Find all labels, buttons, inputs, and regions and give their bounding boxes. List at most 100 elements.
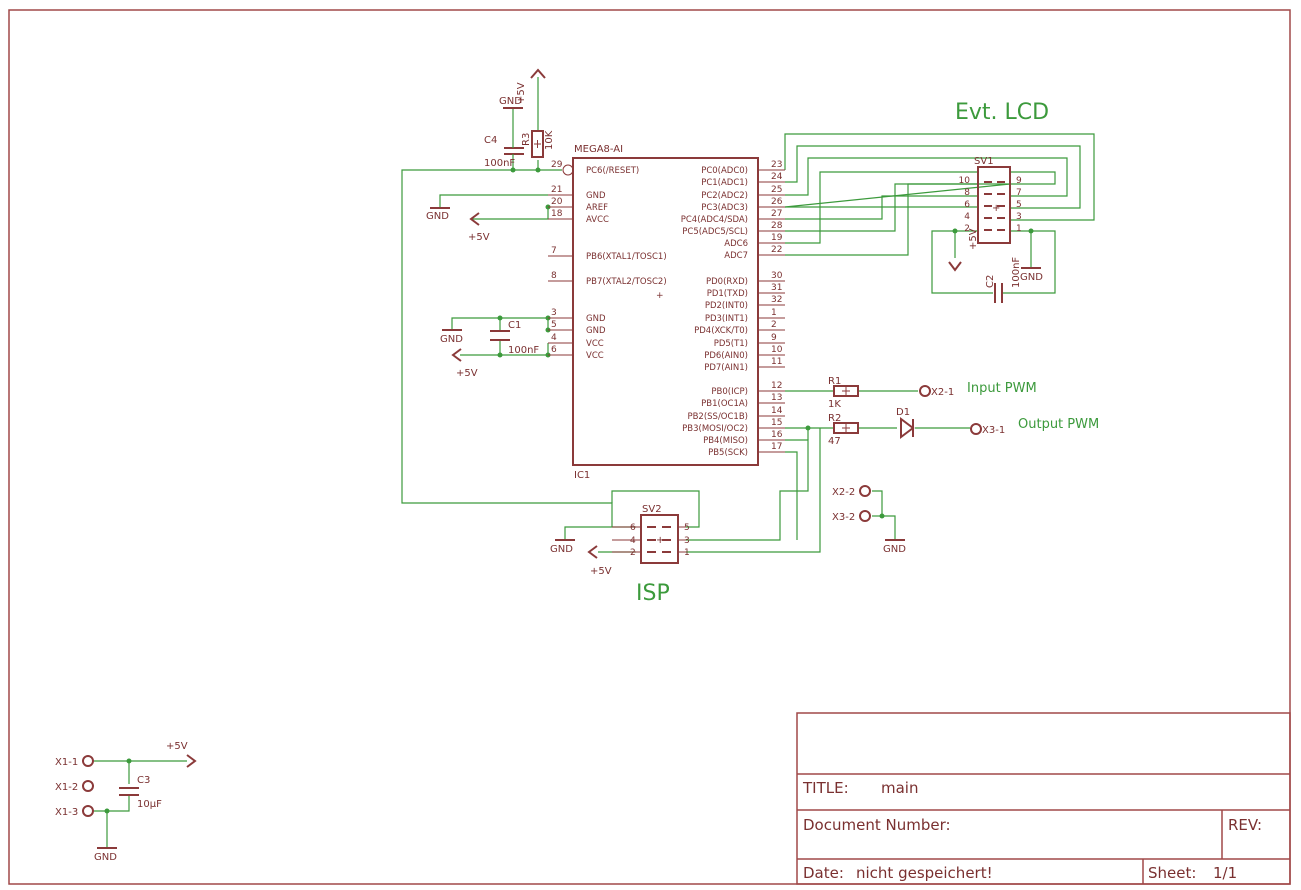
r2-resistor[interactable]: R2 47 [828,413,859,447]
c3-capacitor[interactable]: C3 10µF [119,775,162,810]
ic1-pin-name: PD1(TXD) [707,289,748,299]
svg-text:+5V: +5V [468,232,490,243]
pad-x3-1[interactable]: X3-1 [970,423,1005,436]
ic1-pin-name: PD3(INT1) [705,314,748,324]
wires [94,77,1095,848]
sheet-value: 1/1 [1213,864,1237,882]
ic1-pin-name: PC2(ADC2) [701,191,748,201]
gnd-symbol-aref: GND [426,207,450,222]
ic1-pin-number: 22 [771,245,782,255]
d1-diode[interactable]: D1 [896,407,915,439]
svg-text:GND: GND [883,544,906,555]
ic1-pin-number: 32 [771,295,782,305]
ic1-pin-name: PB7(XTAL2/TOSC2) [586,277,667,287]
svg-text:GND: GND [550,544,573,555]
d1-name: D1 [896,407,910,418]
svg-text:X2-1: X2-1 [931,387,954,398]
ic1-pin-name: AVCC [586,215,609,225]
r1-resistor[interactable]: R1 1K [828,376,859,410]
ic1-pin-name: GND [586,314,606,324]
vcc-symbol-r3: +5V [516,68,546,104]
svg-text:+5V: +5V [166,741,188,752]
sv2-pin-number: 3 [684,536,690,546]
title-label: TITLE: [802,779,849,797]
gnd-symbol-isp: GND [550,539,575,555]
ic1-pin-number: 3 [551,308,557,318]
ic1-pin-number: 17 [771,442,782,452]
c2-value: 100nF [1011,257,1022,288]
ic1-mega8[interactable]: MEGA8-AI IC1 + 29PC6(/RESET)21GND20AREF1… [548,144,785,481]
ic1-pin-number: 15 [771,418,782,428]
svg-text:GND: GND [94,852,117,863]
ic1-pin-number: 25 [771,185,782,195]
ic1-pin-name: PB1(OC1A) [701,399,748,409]
ic1-pin-number: 10 [771,345,783,355]
pad-x1-3[interactable]: X1-3 [55,805,94,818]
doc-number-label: Document Number: [803,816,951,834]
vcc-symbol-sv1: +5V [948,228,979,272]
svg-text:+: + [656,291,664,301]
ic1-right-pins: 23PC0(ADC0)24PC1(ADC1)25PC2(ADC2)26PC3(A… [681,160,785,458]
r1-name: R1 [828,376,841,387]
svg-text:GND: GND [499,96,522,107]
ic1-pin-name: PC6(/RESET) [586,166,639,176]
ic1-name: IC1 [574,470,590,481]
ic1-pin-name: PC3(ADC3) [701,203,748,213]
pad-x3-2[interactable]: X3-2 [832,510,871,523]
r3-value: 10K [544,130,555,150]
pad-x1-1[interactable]: X1-1 [55,755,94,768]
ic1-pin-number: 8 [551,271,557,281]
pad-x2-2[interactable]: X2-2 [832,485,871,498]
r2-value: 47 [828,436,841,447]
r2-name: R2 [828,413,841,424]
ic1-pin-number: 23 [771,160,782,170]
r1-value: 1K [828,399,841,410]
gnd-symbol-sv1: GND [1020,267,1043,283]
vcc-symbol-c1: +5V [451,348,478,379]
ic1-pin-name: PD0(RXD) [706,277,748,287]
sv2-pin-number: 6 [630,523,636,533]
ic1-pin-name: PB5(SCK) [708,448,748,458]
c2-capacitor[interactable]: C2 100nF [985,257,1022,303]
c1-value: 100nF [508,345,539,356]
ic1-pin-name: PC1(ADC1) [701,178,748,188]
c1-capacitor[interactable]: C1 100nF [490,320,539,356]
ic1-pin-number: 9 [771,333,777,343]
svg-text:X3-1: X3-1 [982,425,1005,436]
ic1-pin-name: PD5(T1) [714,339,748,349]
pad-x1-2[interactable]: X1-2 [55,780,94,793]
r3-resistor[interactable]: R3 10K [521,130,555,158]
svg-text:+: + [992,203,1000,214]
ic1-pin-number: 13 [771,393,782,403]
ic1-pin-number: 20 [551,197,563,207]
sv2-pin-number: 4 [630,536,636,546]
ic1-pin-number: 7 [551,246,557,256]
c2-name: C2 [985,275,996,288]
svg-text:+5V: +5V [516,82,527,104]
r3-name: R3 [521,133,532,146]
sv1-pin-number: 7 [1016,188,1022,198]
ic1-pin-name: PB0(ICP) [711,387,748,397]
ic1-pin-name: VCC [586,351,604,361]
title-value: main [881,779,918,797]
vcc-symbol-avcc: +5V [468,212,490,243]
ic1-pin-name: AREF [586,203,608,213]
sv1-pin-number: 8 [964,188,970,198]
ic1-pin-number: 19 [771,233,783,243]
pad-x2-1[interactable]: X2-1 [919,385,954,398]
ic1-pin-number: 16 [771,430,783,440]
ic1-pin-number: 5 [551,320,557,330]
svg-text:GND: GND [1020,272,1043,283]
svg-text:X1-3: X1-3 [55,807,78,818]
c4-capacitor[interactable]: C4 100nF [484,135,524,169]
svg-text:+5V: +5V [590,566,612,577]
svg-text:+5V: +5V [968,228,979,250]
junctions [104,167,1034,814]
gnd-symbol-x1: GND [94,847,117,863]
sv1-pin-number: 10 [959,176,971,186]
output-pwm-label: Output PWM [1018,417,1099,432]
